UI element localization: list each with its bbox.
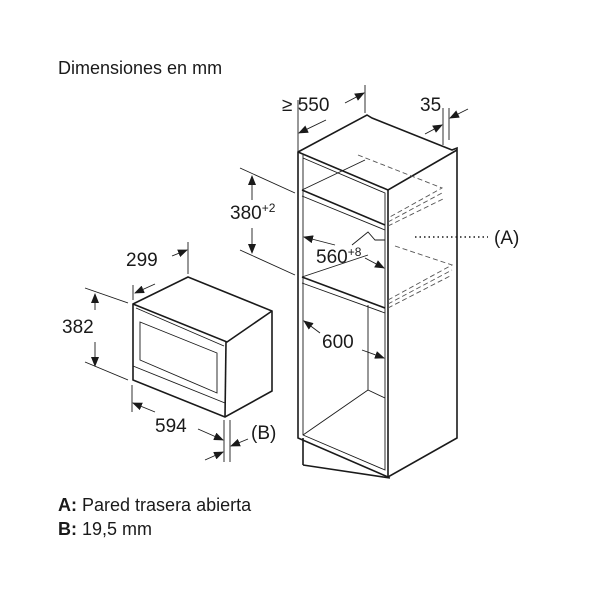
legend-item-b: B: 19,5 mm: [58, 519, 152, 540]
callout-b: (B): [251, 423, 276, 444]
dim-appliance-depth: 299: [126, 250, 158, 271]
legend-key: A:: [58, 495, 77, 515]
dim-niche-width: 560+8: [316, 245, 362, 268]
legend-text: 19,5 mm: [82, 519, 153, 539]
dim-niche-height: 380+2: [230, 201, 276, 224]
dim-appliance-width: 594: [155, 416, 187, 437]
dim-top-offset: 35: [420, 95, 441, 116]
dimension-lines: [84, 85, 488, 462]
dim-cabinet-width: 600: [322, 332, 354, 353]
dim-niche-width-value: 560: [316, 247, 348, 268]
built-in-appliance: [132, 276, 273, 418]
callout-a: (A): [494, 228, 519, 249]
dim-niche-height-value: 380: [230, 203, 262, 224]
dim-niche-width-tolerance: +8: [348, 245, 362, 259]
dim-niche-height-tolerance: +2: [262, 201, 276, 215]
dim-appliance-height: 382: [62, 317, 94, 338]
legend-item-a: A: Pared trasera abierta: [58, 495, 251, 516]
tall-cabinet: [297, 114, 458, 479]
diagram-title: Dimensiones en mm: [58, 58, 223, 78]
dim-cabinet-depth: ≥ 550: [282, 95, 329, 116]
legend-key: B:: [58, 519, 77, 539]
legend-text: Pared trasera abierta: [82, 495, 252, 515]
